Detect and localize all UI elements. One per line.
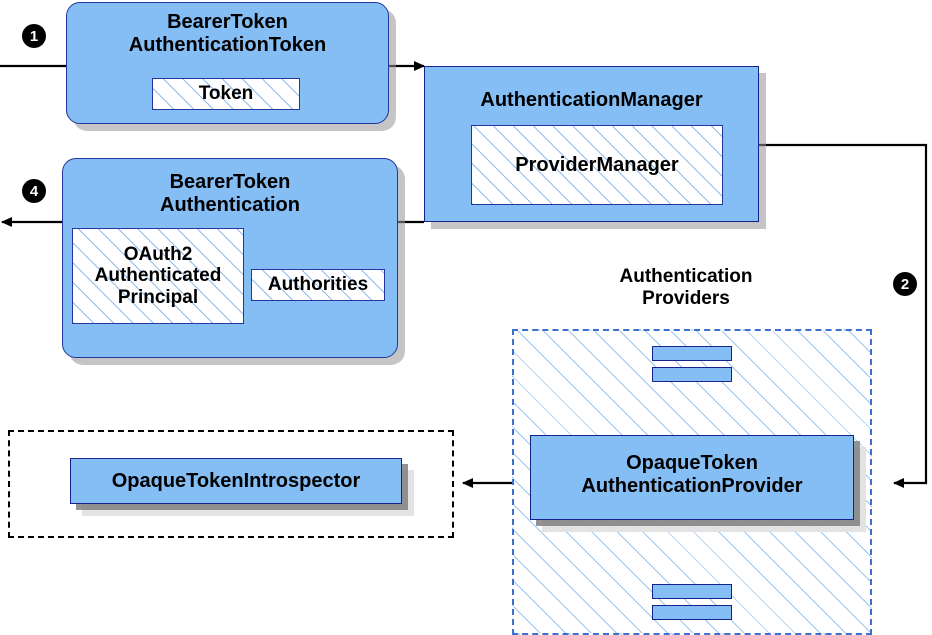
authentication-providers-caption-line2: Providers [642, 287, 730, 309]
panel-authorities[interactable]: Authorities [251, 269, 385, 301]
opaque-token-introspector-label: OpaqueTokenIntrospector [111, 469, 361, 492]
bearer-token-authentication-token-label-line2: AuthenticationToken [128, 33, 327, 56]
step-marker-1: 1 [22, 24, 46, 48]
opaque-token-authentication-provider-line1: OpaqueToken [626, 452, 758, 474]
node-opaque-token-authentication-provider[interactable]: OpaqueToken AuthenticationProvider [530, 435, 854, 520]
token-label: Token [198, 83, 254, 104]
provider-manager-label: ProviderManager [515, 153, 679, 176]
provider-stack-bar-bottom-2 [652, 605, 732, 620]
bearer-token-authentication-label-line2: Authentication [160, 193, 300, 216]
provider-stack-bar-top-1 [652, 346, 732, 361]
bearer-token-authentication-label-line1: BearerToken [169, 171, 291, 193]
bearer-token-authentication-token-label-line1: BearerToken [167, 11, 288, 33]
node-bearer-token-authentication[interactable]: BearerToken Authentication OAuth2 Authen… [62, 158, 398, 358]
authentication-manager-label: AuthenticationManager [480, 89, 703, 111]
provider-stack-bar-top-2 [652, 367, 732, 382]
node-authentication-manager[interactable]: AuthenticationManager ProviderManager [424, 66, 759, 222]
oauth2-principal-line2: Authenticated [94, 265, 222, 287]
node-bearer-token-authentication-token[interactable]: BearerToken AuthenticationToken Token [66, 2, 389, 124]
authorities-label: Authorities [267, 274, 369, 295]
panel-provider-manager[interactable]: ProviderManager [471, 125, 723, 205]
provider-stack-bar-bottom-1 [652, 584, 732, 599]
step-marker-4: 4 [22, 179, 46, 203]
authentication-providers-caption-line1: Authentication [619, 266, 753, 287]
authentication-providers-caption: Authentication Providers [546, 266, 826, 309]
panel-token[interactable]: Token [152, 78, 300, 110]
node-opaque-token-introspector[interactable]: OpaqueTokenIntrospector [70, 458, 402, 504]
oauth2-principal-line1: OAuth2 [123, 243, 193, 265]
panel-oauth2-authenticated-principal[interactable]: OAuth2 Authenticated Principal [72, 228, 244, 324]
oauth2-principal-line3: Principal [117, 286, 199, 308]
opaque-token-authentication-provider-line2: AuthenticationProvider [581, 474, 803, 497]
step-marker-2: 2 [893, 272, 917, 296]
